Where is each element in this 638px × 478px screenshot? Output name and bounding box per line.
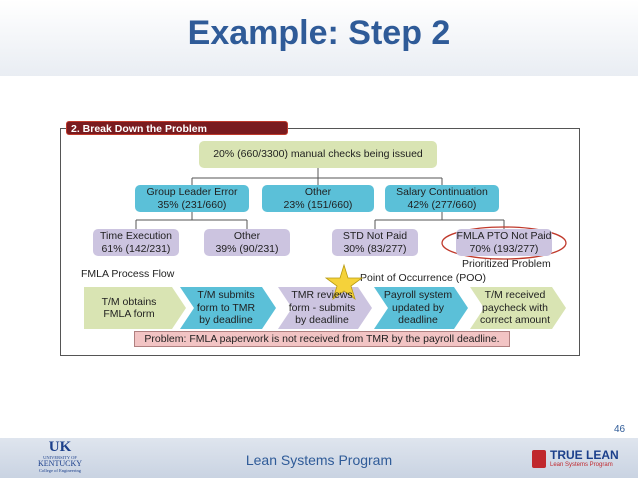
step-line: correct amount — [479, 314, 551, 327]
level2-line1: STD Not Paid — [342, 230, 408, 242]
level2-box-fmla-pto: FMLA PTO Not Paid 70% (193/277) — [456, 229, 552, 256]
root-text: 20% (660/3300) manual checks being issue… — [213, 148, 423, 161]
process-flow-label: FMLA Process Flow — [81, 268, 175, 280]
uk-logo-line2: KENTUCKY — [38, 459, 82, 468]
truelean-name: TRUE LEAN — [550, 448, 619, 462]
level2-line1: Time Execution — [100, 230, 172, 242]
level1-line1: Group Leader Error — [146, 186, 238, 198]
slide-header — [0, 0, 638, 76]
level1-line1: Other — [304, 186, 332, 198]
step-line: by deadline — [295, 314, 349, 327]
priority-ellipse — [441, 226, 567, 260]
star-icon — [324, 263, 364, 301]
uk-logo-line3: College of Engineering — [39, 468, 81, 473]
level2-line2: 70% (193/277) — [469, 242, 539, 255]
level2-box-time-execution: Time Execution 61% (142/231) — [93, 229, 179, 256]
step-line: FMLA form — [103, 308, 155, 320]
process-arrow-5 — [470, 287, 566, 329]
slide-title: Example: Step 2 — [187, 14, 451, 52]
level1-box-group-leader: Group Leader Error 35% (231/660) — [135, 185, 249, 212]
step-line: form - submits — [288, 301, 356, 314]
level1-box-other: Other 23% (151/660) — [262, 185, 374, 212]
slide-footer — [0, 438, 638, 478]
step-line: T/M obtains — [101, 295, 157, 308]
root-box: 20% (660/3300) manual checks being issue… — [199, 141, 437, 168]
step-line: T/M submits — [197, 289, 255, 302]
step-line: form to TMR — [196, 301, 256, 314]
level1-line1: Salary Continuation — [396, 186, 488, 198]
level1-line2: 35% (231/660) — [157, 198, 227, 211]
truelean-logo: TRUE LEAN Lean Systems Program — [532, 448, 628, 472]
level2-line1: Other — [233, 230, 261, 242]
step-line: deadline — [398, 314, 438, 327]
step-line: TMR reviews — [291, 289, 353, 302]
page-number: 46 — [614, 424, 626, 435]
level2-line2: 39% (90/231) — [215, 242, 279, 255]
prioritized-label: Prioritized Problem — [462, 258, 551, 270]
process-arrow-2 — [180, 287, 276, 329]
uk-logo: UK UNIVERSITY OF KENTUCKY College of Eng… — [30, 440, 90, 476]
step-line: updated by — [392, 301, 444, 314]
problem-statement: Problem: FMLA paperwork is not received … — [134, 331, 510, 347]
step-line: T/M received — [484, 289, 546, 302]
truelean-icon — [532, 450, 546, 468]
process-arrow-4 — [374, 287, 468, 329]
step-line: Payroll system — [383, 289, 453, 302]
panel-tag: 2. Break Down the Problem — [66, 121, 288, 135]
level1-box-salary: Salary Continuation 42% (277/660) — [385, 185, 499, 212]
uk-logo-line1: UNIVERSITY OF — [43, 455, 77, 460]
truelean-sub: Lean Systems Program — [550, 462, 613, 468]
process-arrow-3 — [278, 287, 372, 329]
level1-line2: 23% (151/660) — [283, 198, 353, 211]
level2-line2: 61% (142/231) — [101, 242, 171, 255]
level2-line2: 30% (83/277) — [343, 242, 407, 255]
level1-line2: 42% (277/660) — [407, 198, 477, 211]
poo-label: Point of Occurrence (POO) — [360, 272, 487, 284]
uk-logo-mark: UK — [48, 439, 72, 455]
step-line: by deadline — [199, 314, 253, 327]
process-arrow-1 — [84, 287, 186, 329]
level2-line1: FMLA PTO Not Paid — [456, 230, 552, 242]
step-line: paycheck with — [482, 301, 548, 314]
footer-program: Lean Systems Program — [245, 452, 393, 468]
level2-box-std: STD Not Paid 30% (83/277) — [332, 229, 418, 256]
level2-box-other: Other 39% (90/231) — [204, 229, 290, 256]
